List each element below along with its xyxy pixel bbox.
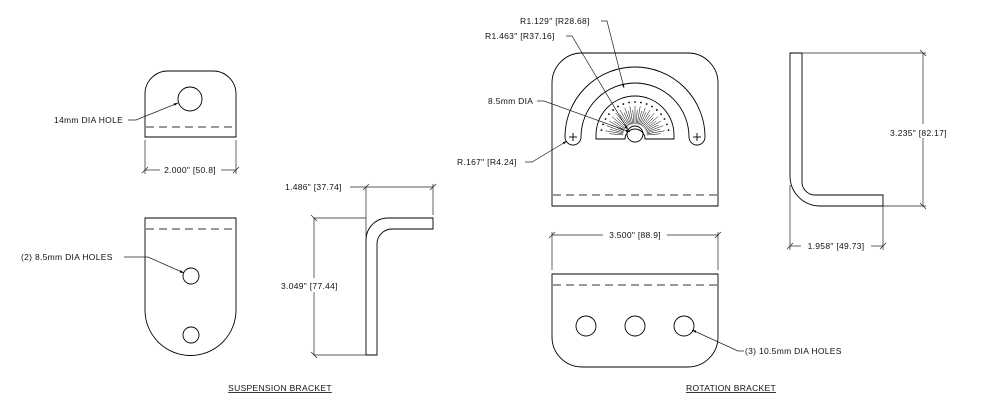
protractor-tick <box>644 116 659 129</box>
outer-radius-label: R1.463" [R37.16] <box>485 31 555 41</box>
flange-dimension: 1.486" [37.74] <box>285 182 342 192</box>
protractor-mark <box>634 101 636 103</box>
protractor-tick <box>624 107 632 125</box>
protractor-mark <box>617 105 619 108</box>
center-hole <box>626 125 644 143</box>
suspension-top-view: 14mm DIA HOLE 2.000" [50.8] <box>54 70 240 175</box>
hole-8-5mm <box>182 326 200 344</box>
protractor-tick <box>609 129 624 134</box>
protractor-ticks <box>600 101 670 136</box>
rotation-front-view: (3) 10.5mm DIA HOLES 3.500" [88.9] <box>548 230 842 368</box>
hole-top-label: 14mm DIA HOLE <box>54 115 123 125</box>
protractor-tick <box>635 110 638 125</box>
suspension-title: SUSPENSION BRACKET <box>228 383 332 393</box>
hole-8-5mm <box>182 267 200 285</box>
center-hole-label: 8.5mm DIA <box>488 96 533 106</box>
protractor-tick <box>629 106 634 125</box>
protractor-tick <box>609 133 624 136</box>
width-dimension: 3.500" [88.9] <box>609 230 661 240</box>
hole-10-5mm <box>624 315 646 337</box>
arc-slot <box>564 66 706 146</box>
protractor-tick <box>645 120 662 131</box>
protractor-tick <box>615 112 628 127</box>
protractor-mark <box>622 103 625 105</box>
protractor-tick <box>619 109 630 126</box>
protractor-tick <box>605 130 624 135</box>
slot-radius-label: R.167" [R4.24] <box>457 157 517 167</box>
protractor-tick <box>642 112 655 127</box>
suspension-side-view: 3.049" [77.44] 1.486" [37.74] <box>281 182 437 359</box>
protractor-tick <box>628 110 633 125</box>
protractor-mark <box>655 109 658 111</box>
protractor-tick <box>608 120 625 131</box>
hole-10-5mm <box>673 315 695 337</box>
protractor-mark <box>612 109 615 111</box>
protractor-mark <box>600 129 603 131</box>
protractor-tick <box>640 109 651 126</box>
hole-14mm <box>177 86 203 112</box>
protractor-tick <box>646 130 665 135</box>
protractor-tick <box>611 116 626 129</box>
protractor-mark <box>628 101 630 104</box>
protractor-mark <box>651 105 653 108</box>
holes-label: (2) 8.5mm DIA HOLES <box>21 252 113 262</box>
height-dimension: 3.235" [82.17] <box>890 128 947 138</box>
protractor-tick <box>646 125 664 133</box>
hole-10-5mm <box>575 315 597 337</box>
protractor-tick <box>644 120 657 130</box>
protractor-tick <box>636 106 641 125</box>
protractor-tick <box>646 133 661 136</box>
rotation-side-view: 3.235" [82.17] 1.958" [49.73] <box>786 49 947 251</box>
protractor-tick <box>623 112 631 126</box>
protractor-mark <box>645 103 648 105</box>
protractor-tick <box>606 125 624 133</box>
protractor-tick <box>613 120 626 130</box>
protractor-mark <box>663 118 666 120</box>
protractor-tick <box>632 110 635 125</box>
rotation-top-view: R1.129" [R28.68] R1.463" [R37.16] 8.5mm … <box>457 16 719 207</box>
holes-label: (3) 10.5mm DIA HOLES <box>745 346 842 356</box>
protractor-tick <box>619 114 629 127</box>
protractor-mark <box>660 113 662 116</box>
inner-radius-label: R1.129" [R28.68] <box>520 16 590 26</box>
width-dimension: 2.000" [50.8] <box>164 165 216 175</box>
suspension-front-view: (2) 8.5mm DIA HOLES <box>21 217 237 356</box>
protractor-tick <box>646 129 661 134</box>
leader-line <box>128 102 179 121</box>
crosshair-icon <box>569 133 701 141</box>
protractor-tick <box>638 107 646 125</box>
flange-dimension: 1.958" [49.73] <box>808 241 865 251</box>
protractor-mark <box>602 123 604 126</box>
protractor-tick <box>645 124 659 132</box>
protractor-tick <box>641 114 651 127</box>
protractor-scale <box>595 95 675 140</box>
protractor-mark <box>667 129 670 131</box>
protractor-mark <box>604 118 607 120</box>
protractor-tick <box>643 117 654 128</box>
rotation-title: ROTATION BRACKET <box>686 383 776 393</box>
protractor-mark <box>608 113 610 116</box>
height-dimension: 3.049" [77.44] <box>281 281 338 291</box>
protractor-tick <box>639 112 647 126</box>
protractor-tick <box>637 110 642 125</box>
protractor-mark <box>666 123 668 126</box>
protractor-mark <box>640 101 642 104</box>
